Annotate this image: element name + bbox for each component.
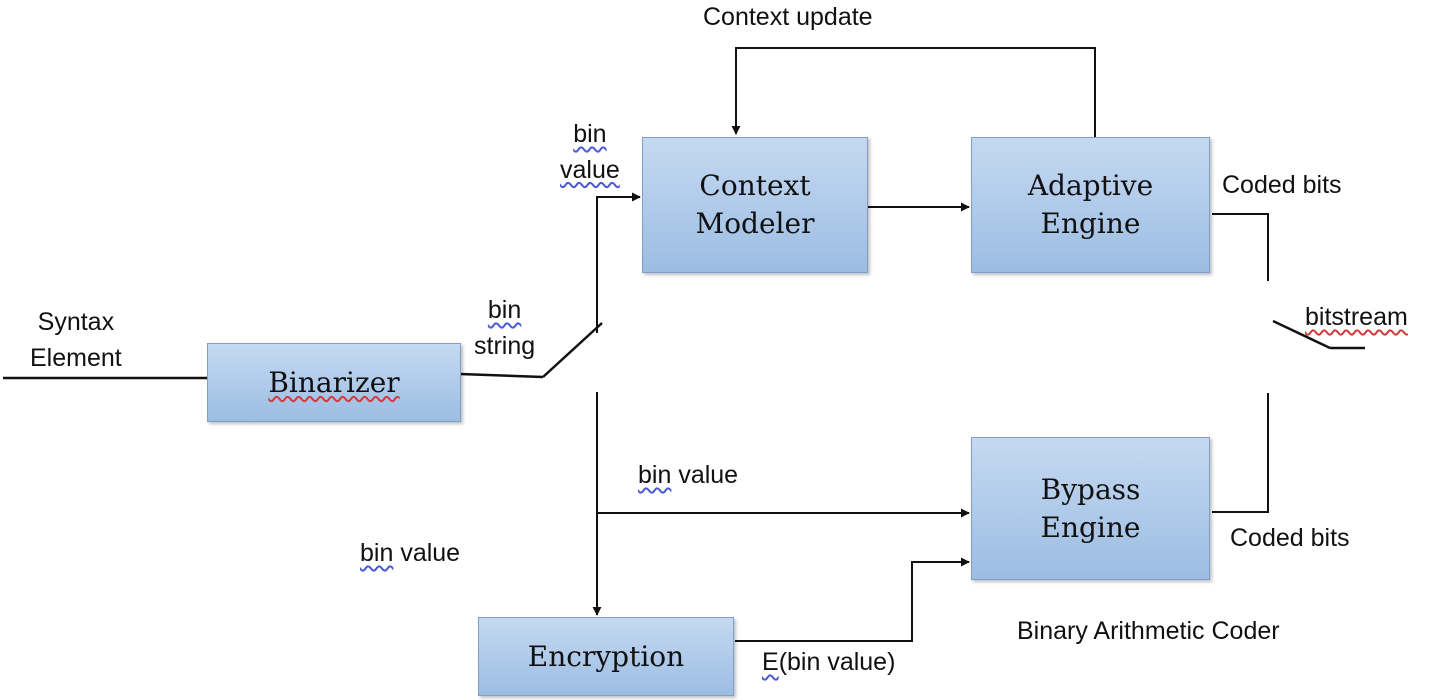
context-update-feedback-line bbox=[731, 47, 1096, 137]
bin-string-label-string: string bbox=[474, 331, 536, 360]
adaptive-engine-label: Adaptive Engine bbox=[1027, 169, 1154, 240]
context-update-label: Context update bbox=[703, 3, 873, 31]
encrypted-bin-value-rest: (bin value) bbox=[778, 648, 896, 676]
encrypted-bin-value-label: E(bin value) bbox=[762, 645, 895, 681]
bin-value-top-label-bin: bin bbox=[573, 120, 607, 148]
coded-bits-top-label: Coded bits bbox=[1222, 171, 1342, 199]
bitstream-label-text: bitstream bbox=[1305, 303, 1408, 331]
bitstream-label: bitstream bbox=[1305, 300, 1408, 336]
encryption-label: Encryption bbox=[527, 639, 685, 673]
syntax-element-label: Syntax Element bbox=[30, 308, 122, 372]
bin-value-middle-value: value bbox=[671, 461, 739, 489]
encrypted-bin-value-e: E bbox=[762, 648, 779, 676]
bypass-engine-block: Bypass Engine bbox=[971, 437, 1210, 580]
encryption-block: Encryption bbox=[478, 617, 734, 696]
binarizer-output-line bbox=[459, 372, 544, 379]
bin-value-top-label-value: value bbox=[560, 155, 620, 184]
bin-value-left-bin: bin bbox=[360, 539, 394, 567]
switch-lever-right bbox=[1272, 319, 1331, 350]
bin-value-left-value: value bbox=[393, 539, 461, 567]
bin-value-middle-label: bin value bbox=[638, 458, 738, 494]
coded-bits-bottom-line bbox=[1212, 393, 1269, 513]
bin-string-label: bin string bbox=[474, 293, 535, 364]
binary-arithmetic-coder-label: Binary Arithmetic Coder bbox=[1017, 617, 1280, 645]
coded-bits-top-line bbox=[1212, 213, 1269, 281]
binarizer-block: Binarizer bbox=[207, 343, 461, 422]
bin-string-label-bin: bin bbox=[487, 296, 522, 324]
switch-lever-left bbox=[542, 322, 603, 378]
regular-path-line bbox=[596, 192, 641, 333]
adaptive-engine-block: Adaptive Engine bbox=[971, 137, 1210, 273]
bin-value-middle-bin: bin bbox=[638, 461, 672, 489]
context-modeler-label: Context Modeler bbox=[695, 169, 815, 240]
bypass-engine-label: Bypass Engine bbox=[1040, 472, 1141, 544]
coded-bits-bottom-label: Coded bits bbox=[1230, 524, 1350, 552]
bin-value-top-label: bin value bbox=[560, 117, 620, 188]
bin-value-left-label: bin value bbox=[360, 536, 460, 572]
binarizer-label: Binarizer bbox=[268, 365, 400, 399]
context-modeler-block: Context Modeler bbox=[642, 137, 868, 273]
encrypted-to-bypass-arrow bbox=[735, 557, 970, 642]
